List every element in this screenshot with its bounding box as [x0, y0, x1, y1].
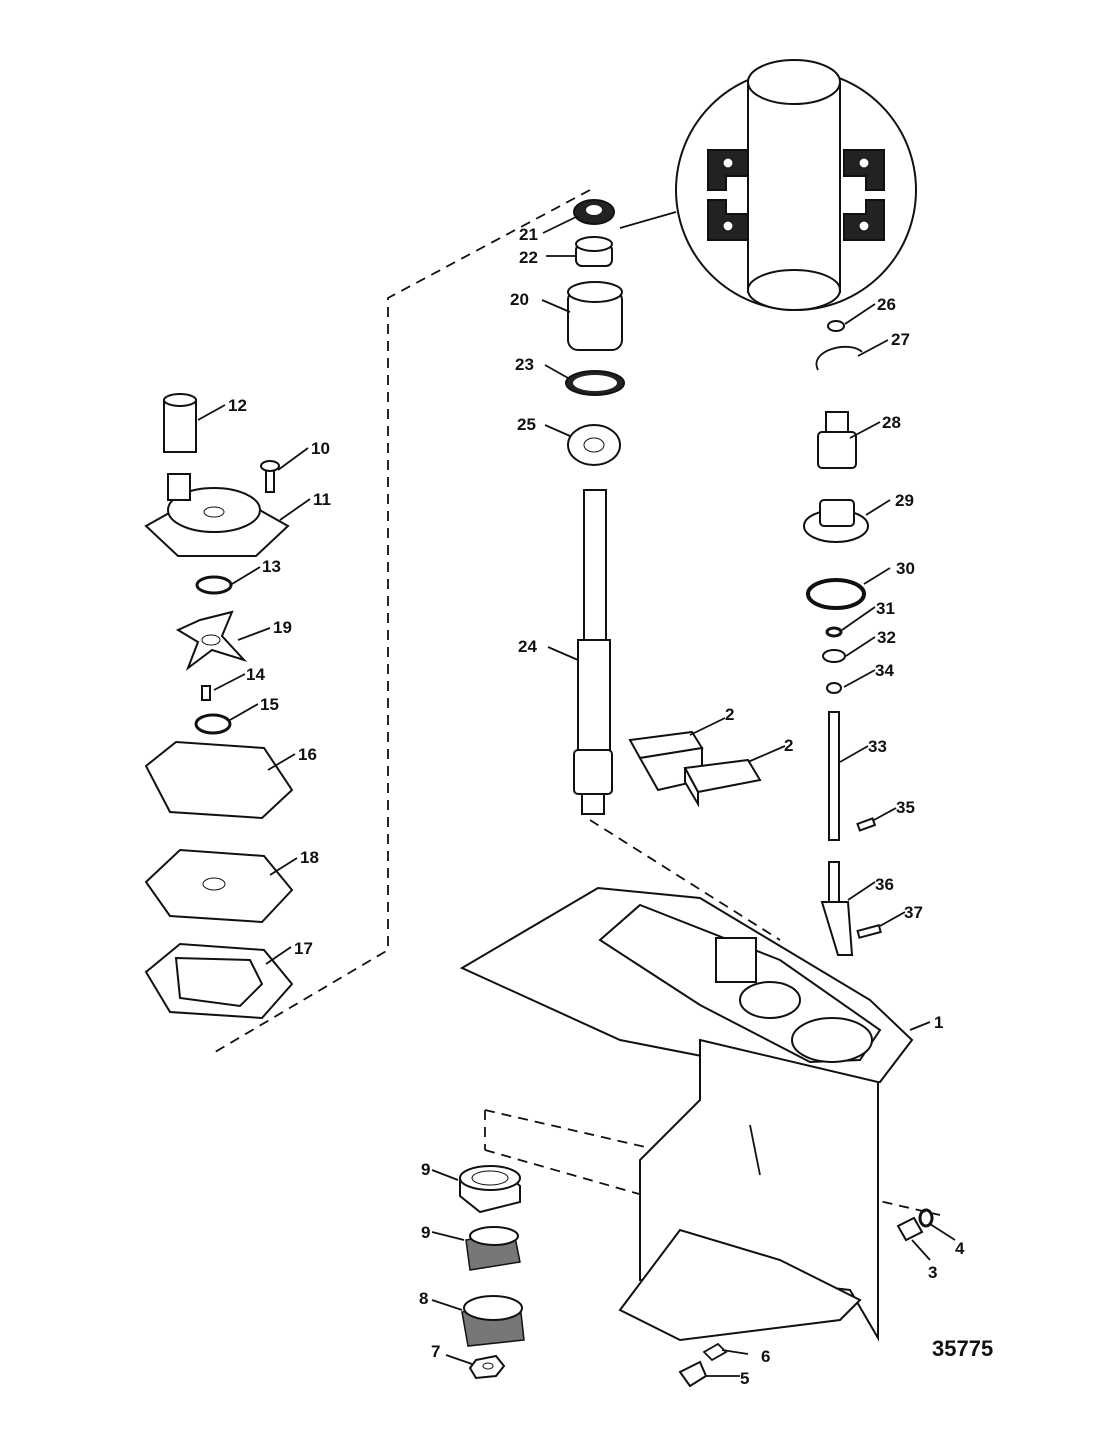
- callout-27: 27: [891, 330, 910, 349]
- callout-8: 8: [419, 1289, 428, 1308]
- callout-7: 7: [431, 1342, 440, 1361]
- callout-23: 23: [515, 355, 534, 374]
- shims: [628, 730, 762, 808]
- assembly-dashed-lines: [209, 189, 941, 1216]
- callout-10: 10: [311, 439, 330, 458]
- callout-37: 37: [904, 903, 923, 922]
- gear-housing: [459, 886, 914, 1342]
- callout-21: 21: [519, 225, 538, 244]
- callout-31: 31: [876, 599, 895, 618]
- callout-4: 4: [955, 1239, 965, 1258]
- callout-9a: 9: [421, 1160, 430, 1179]
- shift-column: [803, 320, 882, 956]
- callout-25: 25: [517, 415, 536, 434]
- figure-number: 35775: [932, 1336, 993, 1361]
- callout-2a: 2: [725, 705, 734, 724]
- callout-15: 15: [260, 695, 279, 714]
- callout-26: 26: [877, 295, 896, 314]
- callout-16: 16: [298, 745, 317, 764]
- drive-shaft-column: [565, 199, 625, 815]
- lower-small-parts: [459, 1165, 934, 1388]
- callout-14: 14: [246, 665, 265, 684]
- callout-labels: 1 2 2 3 4 5 6 7 8 9 9 10 11 12 13 14 15 …: [228, 225, 965, 1388]
- callout-20: 20: [510, 290, 529, 309]
- callout-34: 34: [875, 661, 894, 680]
- callout-6: 6: [761, 1347, 770, 1366]
- callout-30: 30: [896, 559, 915, 578]
- callout-11: 11: [313, 490, 331, 509]
- callout-18: 18: [300, 848, 319, 867]
- callout-36: 36: [875, 875, 894, 894]
- callout-2b: 2: [784, 736, 793, 755]
- callout-17: 17: [294, 939, 313, 958]
- callout-9b: 9: [421, 1223, 430, 1242]
- callout-32: 32: [877, 628, 896, 647]
- callout-12: 12: [228, 396, 247, 415]
- callout-29: 29: [895, 491, 914, 510]
- callout-1: 1: [934, 1013, 943, 1032]
- callout-35: 35: [896, 798, 915, 817]
- callout-19: 19: [273, 618, 292, 637]
- seal-detail-inset: [619, 59, 917, 311]
- leader-lines: [197, 215, 956, 1377]
- callout-28: 28: [882, 413, 901, 432]
- callout-13: 13: [262, 557, 281, 576]
- callout-33: 33: [868, 737, 887, 756]
- callout-24: 24: [518, 637, 537, 656]
- callout-5: 5: [740, 1369, 749, 1388]
- water-pump-stack: [144, 393, 294, 1020]
- callout-3: 3: [928, 1263, 937, 1282]
- callout-22: 22: [519, 248, 538, 267]
